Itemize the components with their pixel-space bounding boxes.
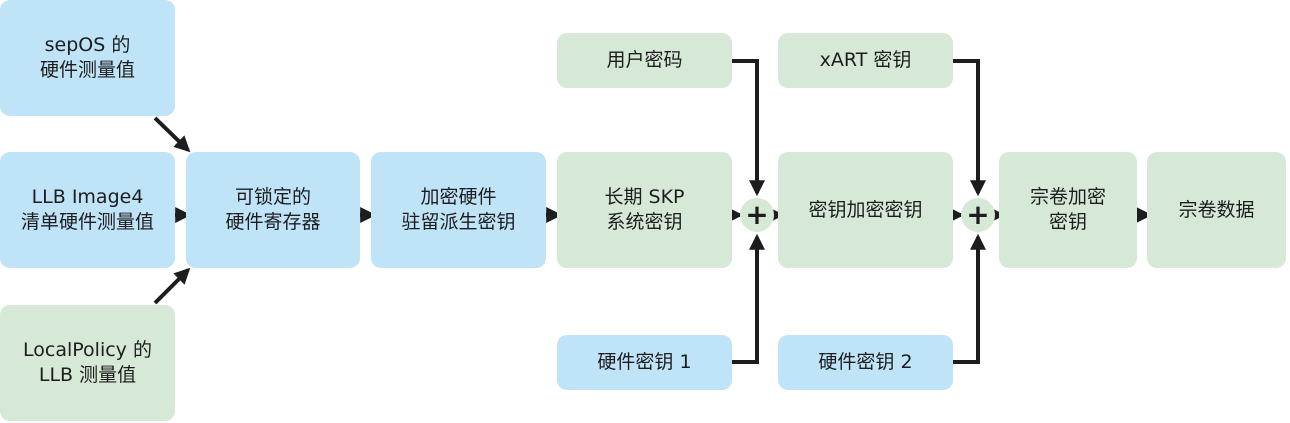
llb-line2: 清单硬件测量值: [20, 211, 154, 233]
user-password-box: 用户密码: [557, 33, 732, 88]
skp-line2: 系统密钥: [606, 211, 683, 233]
arrow-localpolicy-to-register: [153, 267, 191, 305]
arrow-xart-to-plus2: [953, 59, 986, 197]
plus-operator-2: +: [961, 198, 995, 232]
hardware-key-2-box: 硬件密钥 2: [778, 335, 953, 390]
user-password-label: 用户密码: [606, 49, 683, 71]
localpolicy-measurement-box: LocalPolicy 的 LLB 测量值: [0, 305, 175, 421]
xart-key-label: xART 密钥: [819, 49, 912, 71]
skp-line1: 长期 SKP: [604, 186, 685, 208]
sepos-measurement-box: sepOS 的 硬件测量值: [0, 0, 175, 116]
plus-2-symbol: +: [966, 198, 990, 231]
xart-key-box: xART 密钥: [778, 33, 953, 88]
arrow-sepos-to-register: [153, 116, 191, 153]
arrow-hw-key2-to-plus2: [953, 233, 986, 364]
arrow-hw-key1-to-plus1: [732, 233, 765, 364]
sepos-line1: sepOS 的: [44, 34, 131, 56]
localpolicy-line2: LLB 测量值: [38, 364, 137, 386]
arrow-user-password-to-plus1: [732, 59, 765, 197]
lockable-line1: 可锁定的: [234, 186, 311, 208]
kek-label: 密钥加密密钥: [808, 198, 923, 221]
sepos-line2: 硬件测量值: [39, 59, 135, 81]
volume-data-label: 宗卷数据: [1178, 198, 1255, 221]
crypto-derived-key-box: 加密硬件 驻留派生密钥: [371, 152, 546, 268]
volume-key-line2: 密钥: [1048, 211, 1087, 233]
plus-operator-1: +: [740, 198, 774, 232]
llb-measurement-box: LLB Image4 清单硬件测量值: [0, 152, 175, 268]
key-encryption-key-box: 密钥加密密钥: [778, 152, 953, 268]
hardware-key-2-label: 硬件密钥 2: [818, 351, 913, 373]
crypto-line1: 加密硬件: [420, 186, 497, 208]
volume-data-box: 宗卷数据: [1147, 152, 1286, 268]
hardware-key-1-label: 硬件密钥 1: [597, 351, 692, 373]
volume-encryption-key-box: 宗卷加密 密钥: [999, 152, 1137, 268]
hardware-key-1-box: 硬件密钥 1: [557, 335, 732, 390]
lockable-register-box: 可锁定的 硬件寄存器: [186, 152, 360, 268]
crypto-line2: 驻留派生密钥: [401, 211, 516, 233]
skp-system-key-box: 长期 SKP 系统密钥: [557, 152, 732, 268]
volume-key-line1: 宗卷加密: [1029, 186, 1106, 208]
plus-1-symbol: +: [745, 198, 769, 231]
lockable-line2: 硬件寄存器: [225, 211, 321, 233]
llb-line1: LLB Image4: [31, 186, 144, 208]
localpolicy-line1: LocalPolicy 的: [23, 339, 152, 361]
